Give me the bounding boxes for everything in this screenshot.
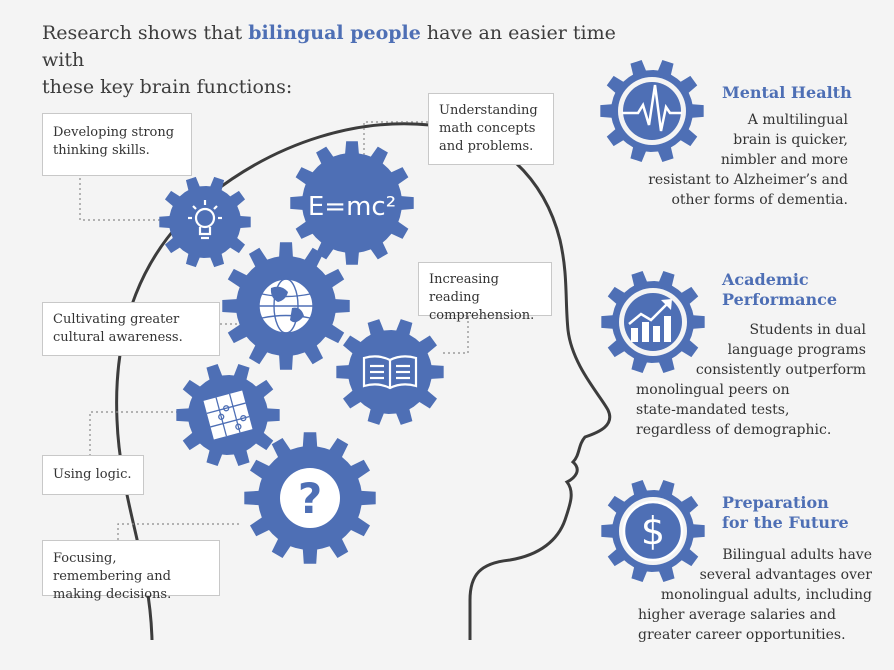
dollar-icon: $ [622, 500, 684, 562]
academic-line: monolingual peers on [636, 382, 790, 398]
headline-text: Research shows that [42, 22, 249, 44]
headline-line2: these key brain functions: [42, 76, 293, 98]
question-mark: ? [298, 474, 322, 523]
callout-focus: Focusing, remembering and making decisio… [42, 540, 220, 602]
mental-health-line: brain is quicker, [733, 132, 848, 148]
future-title-line: for the Future [722, 513, 849, 532]
gear-math [290, 141, 414, 265]
callout-thinking: Developing strong thinking skills. [42, 113, 192, 176]
callout-logic: Using logic. [42, 455, 144, 495]
academic-line: language programs [727, 342, 866, 358]
gear-thinking [159, 176, 251, 268]
heartbeat-icon [622, 84, 682, 132]
academic-line: consistently outperform [695, 362, 866, 378]
headline: Research shows that bilingual people hav… [42, 20, 642, 101]
mental-health-line: other forms of dementia. [671, 192, 849, 208]
academic-text: Students in dual language programs consi… [626, 320, 866, 440]
headline-highlight: bilingual people [248, 22, 421, 44]
academic-title-line: Academic [722, 270, 809, 289]
lightbulb-icon [188, 200, 222, 240]
headline-text-end: have an easier time with [42, 22, 616, 71]
globe-icon [258, 278, 314, 334]
academic-line: regardless of demographic. [636, 422, 832, 438]
academic-line: Students in dual [749, 322, 866, 338]
mental-health-line: nimbler and more [720, 152, 848, 168]
future-line: monolingual adults, including [660, 587, 872, 603]
question-icon: ? [280, 468, 340, 528]
mental-health-text: A multilingual brain is quicker, nimbler… [608, 110, 848, 210]
future-text: Bilingual adults have several advantages… [624, 545, 872, 645]
book-icon [362, 355, 418, 390]
future-line: Bilingual adults have [722, 547, 872, 563]
future-line: higher average salaries and [638, 607, 836, 623]
academic-title: Academic Performance [722, 270, 837, 310]
callout-math: Understanding math concepts and problems… [428, 93, 554, 165]
future-title: Preparation for the Future [722, 493, 849, 533]
connectors [79, 121, 469, 540]
gear-dollar-core [624, 502, 682, 560]
puzzle-icon [203, 390, 253, 440]
gear-thinking-body [159, 176, 251, 268]
mental-health-title: Mental Health [722, 83, 852, 102]
growth-chart-icon [628, 299, 672, 342]
gear-math-body [290, 141, 414, 265]
gear-future [601, 480, 705, 582]
future-title-line: Preparation [722, 493, 829, 512]
academic-title-line: Performance [722, 290, 838, 309]
dollar-sign: $ [641, 509, 665, 553]
future-line: greater career opportunities. [638, 627, 846, 643]
future-line: several advantages over [699, 567, 872, 583]
formula-icon: E=mc² [308, 192, 396, 222]
callout-reading: Increasing reading comprehension. [418, 262, 552, 323]
mental-health-line: A multilingual [747, 112, 848, 128]
mental-health-line: resistant to Alzheimer’s and [648, 172, 848, 188]
callout-culture: Cultivating greater cultural awareness. [42, 302, 220, 356]
academic-line: state-mandated tests, [636, 402, 790, 418]
